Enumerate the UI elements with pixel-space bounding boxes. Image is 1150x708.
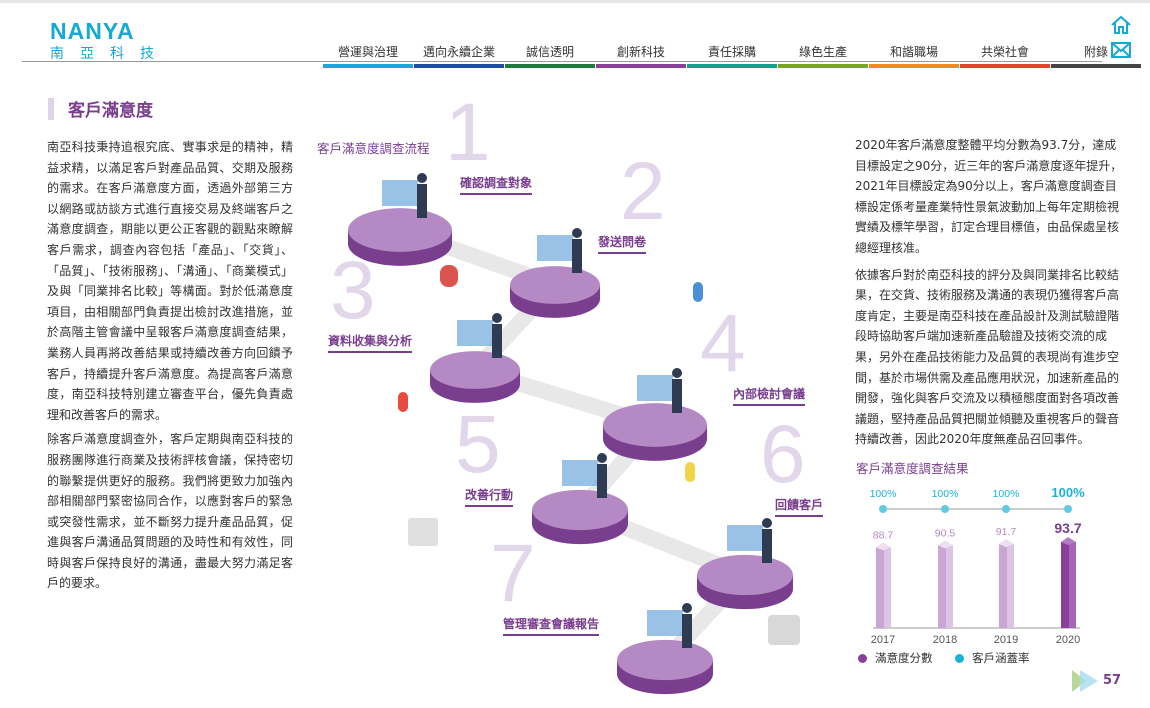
step-number: 5 [455, 399, 501, 490]
main-nav: 營運與治理邁向永續企業誠信透明創新科技責任採購綠色生產和諧職場共榮社會附錄 [323, 43, 1142, 68]
bar-2019 [999, 539, 1014, 628]
nanya-logo[interactable]: NANYA 南亞科技 [50, 18, 170, 63]
nav-tab[interactable]: 共榮社會 [960, 43, 1050, 68]
logo-text-en: NANYA [50, 18, 135, 44]
title-accent [48, 97, 54, 120]
legend-label: 滿意度分數 [875, 651, 933, 665]
flow-title: 客戶滿意度調查流程 [317, 141, 430, 156]
coverage-point [1064, 505, 1072, 513]
nav-tab[interactable]: 責任採購 [687, 43, 777, 68]
coverage-label: 100% [932, 488, 959, 500]
header-divider [22, 61, 1102, 62]
bar-2017 [876, 542, 891, 628]
step-platform [697, 518, 793, 610]
coverage-label: 100% [993, 488, 1020, 500]
paragraph: 南亞科技秉持追根究底、實事求是的精神，精益求精，以滿足客戶對產品品質、交期及服務… [47, 140, 293, 422]
nav-tab[interactable]: 綠色生產 [778, 43, 868, 68]
page-arrow-icon [1072, 670, 1098, 692]
bar-2018 [938, 540, 953, 628]
x-tick-label: 2019 [994, 634, 1018, 646]
page-heading: 客戶滿意度 [48, 96, 153, 121]
x-tick-label: 2020 [1056, 634, 1080, 646]
coverage-point [1002, 505, 1010, 513]
step-number: 1 [445, 87, 491, 178]
coverage-point [879, 505, 887, 513]
step-platform [348, 173, 452, 266]
legend-dot [955, 653, 964, 663]
bar-value-label: 90.5 [935, 527, 956, 539]
step-platform [532, 453, 628, 545]
nav-tab[interactable]: 營運與治理 [323, 43, 413, 68]
legend-label: 客戶涵蓋率 [972, 651, 1030, 665]
step-number: 6 [760, 409, 806, 500]
coverage-label: 100% [870, 488, 897, 500]
nav-tab[interactable]: 邁向永續企業 [414, 43, 504, 68]
step-number: 7 [490, 528, 536, 619]
x-tick-label: 2018 [933, 634, 957, 646]
step-number: 3 [330, 245, 376, 336]
page-number: 57 [1103, 673, 1122, 688]
chart-title: 客戶滿意度調查結果 [856, 461, 969, 476]
right-body-text: 2020年客戶滿意度整體平均分數為93.7分，達成目標設定之90分，近三年的客戶… [855, 135, 1127, 456]
step-label: 確認調查對象 [460, 176, 533, 195]
led-icon [685, 462, 695, 482]
left-body-text: 南亞科技秉持追根究底、實事求是的精神，精益求精，以滿足客戶對產品品質、交期及服務… [47, 137, 293, 598]
step-label: 回饋客戶 [775, 498, 824, 517]
step-number: 4 [700, 298, 746, 389]
paragraph: 除客戶滿意度調查外，客戶定期與南亞科技的服務團隊進行商業及技術評核會議，保持密切… [47, 432, 293, 591]
legend-coverage: 客戶涵蓋率 [955, 651, 1030, 665]
step-label: 發送問卷 [598, 235, 647, 254]
legend-satisfaction: 滿意度分數 [858, 651, 933, 665]
coverage-point [941, 505, 949, 513]
paragraph: 依據客戶對於南亞科技的評分及與同業排名比較結果，在交貨、技術服務及溝通的表現仍獲… [855, 267, 1120, 447]
legend-dot [858, 653, 867, 663]
mail-icon[interactable] [1110, 40, 1132, 62]
led-icon [693, 282, 703, 302]
nav-tab[interactable]: 創新科技 [596, 43, 686, 68]
satisfaction-chart: 88.7 100% 2017 90.5 100% 2018 91.7 100% 2019 93.7… [870, 485, 1085, 646]
top-border [0, 0, 1150, 3]
led-icon [398, 392, 408, 412]
bar-value-label: 91.7 [996, 526, 1017, 538]
nav-tab[interactable]: 附錄 [1051, 43, 1141, 68]
flow-illustration [348, 173, 800, 695]
step-label: 資料收集與分析 [328, 334, 413, 353]
paragraph: 2020年客戶滿意度整體平均分數為93.7分，達成目標設定之90分，近三年的客戶… [855, 138, 1123, 255]
step-platform [617, 603, 713, 695]
step-label: 改善行動 [465, 488, 514, 507]
step-platform [510, 228, 600, 318]
bar-value-label: 93.7 [1054, 520, 1081, 536]
home-icon[interactable] [1110, 14, 1132, 36]
page-title: 客戶滿意度 [68, 101, 153, 121]
step-number: 2 [620, 146, 666, 237]
bar-value-label: 88.7 [873, 529, 894, 541]
coverage-label: 100% [1051, 485, 1085, 500]
component-icon [768, 615, 800, 645]
step-label: 管理審查會議報告 [503, 617, 600, 636]
chip-icon [408, 518, 438, 546]
nav-tab[interactable]: 誠信透明 [505, 43, 595, 68]
logo-text-zh: 南亞科技 [50, 46, 170, 62]
step-platform [430, 313, 520, 403]
step-label: 內部檢討會議 [733, 387, 806, 406]
x-tick-label: 2017 [871, 634, 895, 646]
step-platform [603, 368, 707, 461]
capacitor-icon [440, 265, 458, 287]
nav-tab[interactable]: 和諧職場 [869, 43, 959, 68]
bar-2020 [1061, 537, 1076, 628]
